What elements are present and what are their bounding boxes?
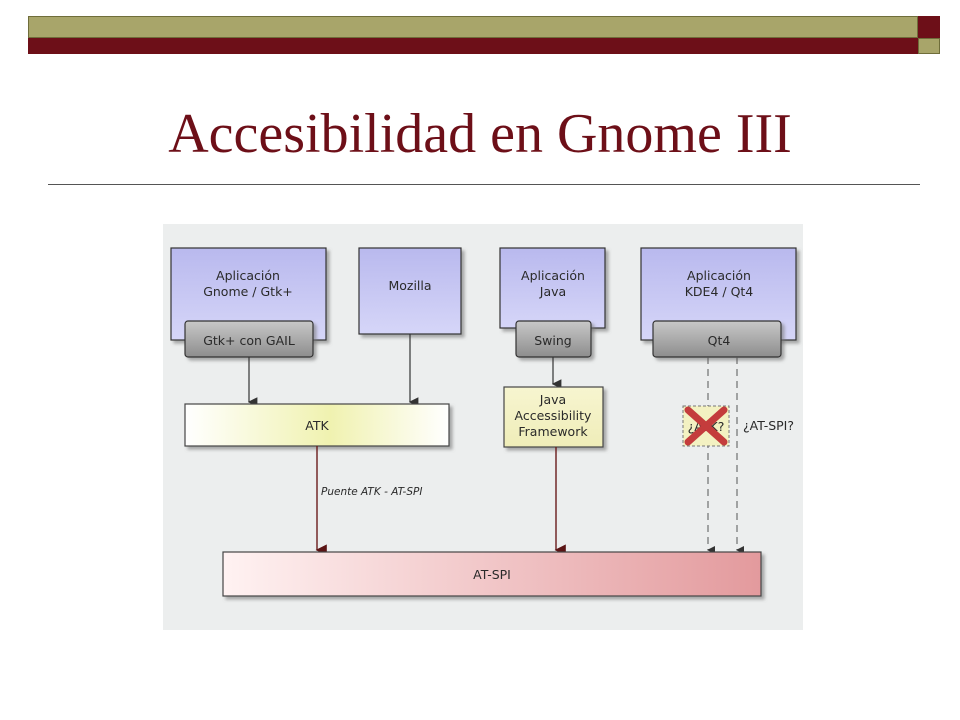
top-bar-olive-stripe [28, 16, 918, 38]
toolkit-box-gtk: Gtk+ con GAIL [184, 320, 314, 358]
atspi-question-label: ¿AT-SPI? [743, 418, 794, 433]
atk-box: ATK [184, 403, 450, 447]
jaf-box: Java Accessibility Framework [503, 386, 604, 448]
app-box-mozilla: Mozilla [358, 247, 462, 335]
cross-icon [684, 406, 728, 446]
app-kde-line1: Aplicación [687, 268, 751, 283]
jaf-line1: Java [539, 392, 566, 407]
top-bar-maroon-stripe [28, 38, 918, 54]
jaf-line2: Accessibility [515, 408, 593, 423]
app-gnome-line1: Aplicación [216, 268, 280, 283]
title-underline [48, 184, 920, 185]
top-decorative-bar [28, 16, 918, 54]
atspi-box: AT-SPI [222, 551, 762, 597]
toolkit-box-qt4: Qt4 [652, 320, 782, 358]
toolkit-gtk-label: Gtk+ con GAIL [203, 333, 295, 348]
slide-title: Accesibilidad en Gnome III [168, 103, 792, 165]
atspi-label: AT-SPI [473, 567, 511, 582]
app-mozilla-label: Mozilla [388, 278, 431, 293]
corner-square-dark [918, 16, 940, 38]
toolkit-swing-label: Swing [534, 333, 572, 348]
toolkit-qt4-label: Qt4 [708, 333, 731, 348]
app-gnome-line2: Gnome / Gtk+ [203, 284, 293, 299]
app-kde-line2: KDE4 / Qt4 [685, 284, 754, 299]
bridge-label: Puente ATK - AT-SPI [321, 486, 422, 498]
jaf-line3: Framework [518, 424, 588, 439]
atk-label: ATK [305, 418, 329, 433]
app-java-line2: Java [539, 284, 566, 299]
app-java-line1: Aplicación [521, 268, 585, 283]
app-box-java: Aplicación Java [499, 247, 606, 329]
diagram-canvas: Aplicación Gnome / Gtk+ Gtk+ con GAIL Mo… [170, 247, 797, 597]
architecture-diagram: Aplicación Gnome / Gtk+ Gtk+ con GAIL Mo… [163, 224, 803, 630]
corner-square-olive [918, 38, 940, 54]
toolkit-box-swing: Swing [515, 320, 592, 358]
